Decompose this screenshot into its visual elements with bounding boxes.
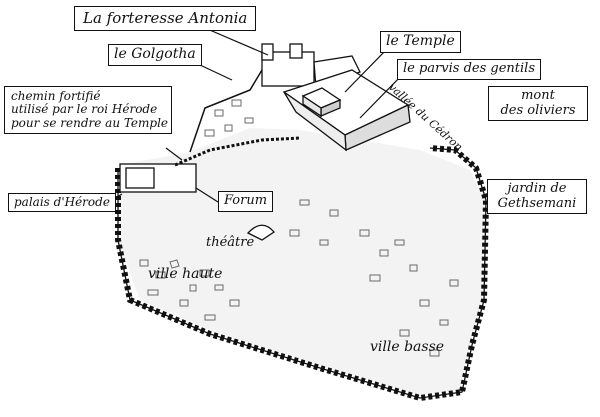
label-jardin-gethsemani: jardin de Gethsemani (487, 179, 587, 215)
label-palais-herode: palais d'Hérode (8, 193, 116, 213)
label-theatre: théâtre (206, 235, 255, 250)
label-parvis: le parvis des gentils (397, 59, 541, 80)
temple-esplanade (282, 69, 411, 152)
label-ville-basse: ville basse (370, 339, 445, 355)
label-chemin-fortifie: chemin fortifié utilisé par le roi Hérod… (4, 86, 172, 135)
theatre (246, 224, 275, 241)
houses (139, 99, 459, 357)
label-antonia: La forteresse Antonia (74, 6, 257, 31)
leader-lines (103, 27, 406, 206)
label-mont-oliviers: mont des oliviers (488, 86, 588, 122)
fortified-path (174, 136, 301, 167)
herod-palace (119, 163, 197, 193)
label-golgotha: le Golgotha (108, 44, 202, 66)
city-ground (118, 128, 485, 395)
label-ville-haute: ville haute (148, 266, 223, 282)
label-temple: le Temple (380, 31, 461, 53)
label-forum: Forum (218, 191, 274, 212)
antonia-fortress (261, 43, 361, 89)
north-wall (189, 69, 263, 153)
